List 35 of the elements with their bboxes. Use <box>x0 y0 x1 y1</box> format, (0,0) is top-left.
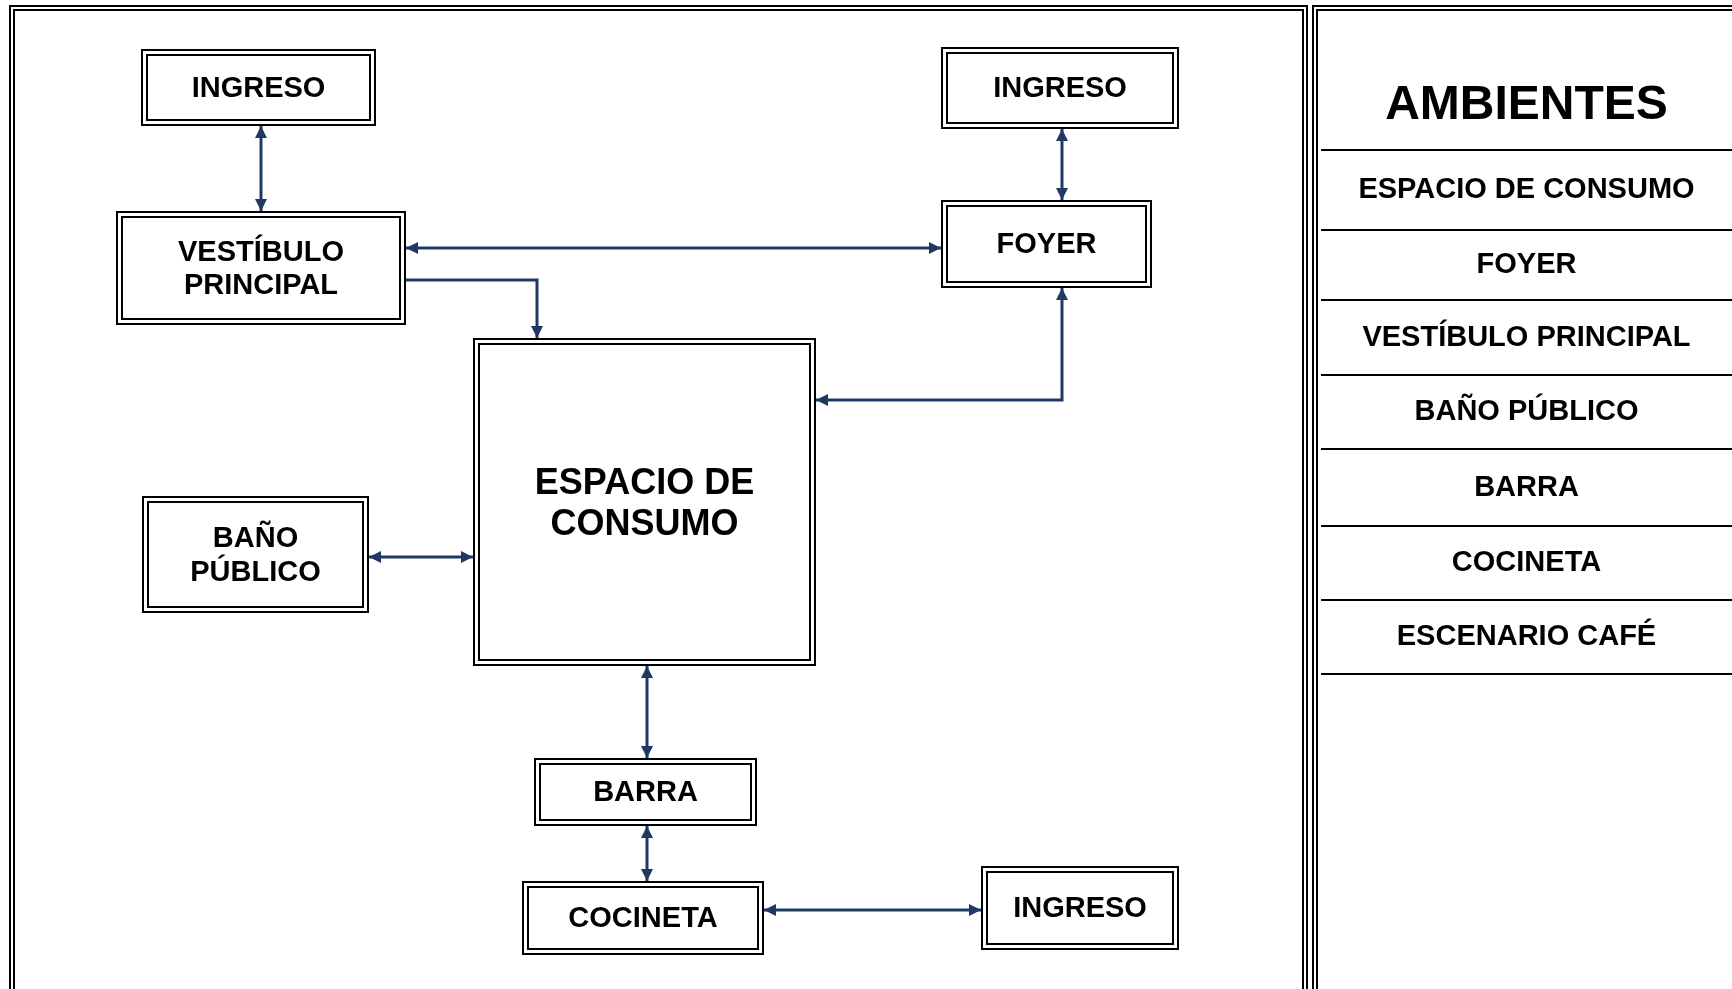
room-name: COCINETA <box>568 901 718 935</box>
room-name: FOYER <box>996 227 1097 261</box>
connector-arrow <box>816 288 1068 406</box>
room-name: BARRA <box>593 775 698 809</box>
room-box <box>473 338 816 666</box>
table-cell-text: BAÑO PÚBLICO <box>1413 394 1640 427</box>
connector-arrow <box>764 904 981 916</box>
room-box <box>534 758 757 826</box>
connector-arrow <box>641 826 653 881</box>
table-cell-text: ESPACIO DE CONSUMO <box>1357 172 1696 205</box>
room-box <box>116 211 406 325</box>
room-box <box>142 496 369 613</box>
table-cell-text: FOYER <box>1475 247 1578 280</box>
room-name: BAÑO PÚBLICO <box>189 521 322 588</box>
connector-arrow <box>255 126 267 211</box>
connector-arrow <box>1056 129 1068 200</box>
room-box <box>941 200 1152 288</box>
table-cell-text: ESCENARIO CAFÉ <box>1395 619 1658 652</box>
connector-arrow <box>406 278 543 338</box>
table-cell-text: COCINETA <box>1450 545 1603 578</box>
room-box <box>522 881 764 955</box>
room-name: ESPACIO DE CONSUMO <box>533 460 756 544</box>
room-name: INGRESO <box>993 71 1127 105</box>
room-box <box>941 47 1179 129</box>
table-cell-text: VESTÍBULO PRINCIPAL <box>1361 319 1692 353</box>
table-heading: AMBIENTES <box>1384 75 1669 130</box>
room-box <box>141 49 376 126</box>
connector-arrow <box>369 551 473 563</box>
connector-arrow <box>406 242 941 254</box>
connector-arrow <box>641 666 653 758</box>
room-name: INGRESO <box>191 70 326 105</box>
room-name: INGRESO <box>1013 891 1147 925</box>
room-name: VESTÍBULO PRINCIPAL <box>177 234 345 302</box>
room-box <box>981 866 1179 950</box>
table-cell-text: BARRA <box>1473 469 1580 503</box>
